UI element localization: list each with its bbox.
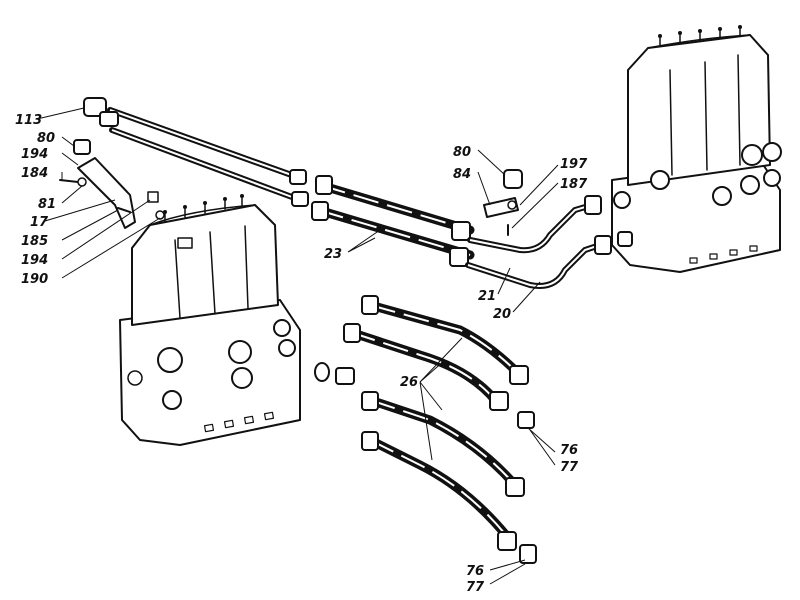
- upper-tube-pair: [83, 97, 309, 207]
- callout-190: 190: [21, 272, 48, 287]
- leader-lines: [36, 107, 559, 585]
- callout-84: 84: [453, 167, 471, 182]
- callout-21: 21: [478, 289, 496, 304]
- callout-labels: 113 80 194 184 81 17 185 194 190 23 80 8…: [15, 113, 588, 595]
- callout-187: 187: [560, 177, 588, 192]
- bracket-parts-left: [59, 139, 165, 229]
- nut-76-77-bottom: [519, 544, 537, 564]
- callout-76-bottom: 76: [466, 564, 484, 579]
- right-valve-block: [611, 25, 782, 273]
- callout-80-right: 80: [453, 145, 471, 160]
- callout-194-bottom: 194: [21, 253, 48, 268]
- callout-76-mid: 76: [560, 443, 578, 458]
- fitting-113: [83, 97, 107, 117]
- callout-17: 17: [30, 215, 49, 230]
- callout-194-top: 194: [21, 147, 48, 162]
- callout-197: 197: [560, 157, 588, 172]
- callout-81: 81: [38, 197, 56, 212]
- bent-tubes-20-21: [465, 195, 633, 289]
- callout-80-left: 80: [37, 131, 55, 146]
- callout-23: 23: [324, 247, 342, 262]
- nut-76-77-mid: [517, 411, 535, 429]
- callout-184: 184: [21, 166, 48, 181]
- callout-113: 113: [15, 113, 42, 128]
- callout-185: 185: [21, 234, 48, 249]
- left-valve-block: [119, 194, 301, 446]
- callout-77-bottom: 77: [466, 580, 485, 595]
- clamp-parts-right: [483, 169, 523, 236]
- pipe-assembly-23: [311, 175, 475, 267]
- callout-26: 26: [400, 375, 418, 390]
- callout-20: 20: [493, 307, 511, 322]
- callout-77-mid: 77: [560, 460, 579, 475]
- hose-assembly-26: [314, 295, 537, 564]
